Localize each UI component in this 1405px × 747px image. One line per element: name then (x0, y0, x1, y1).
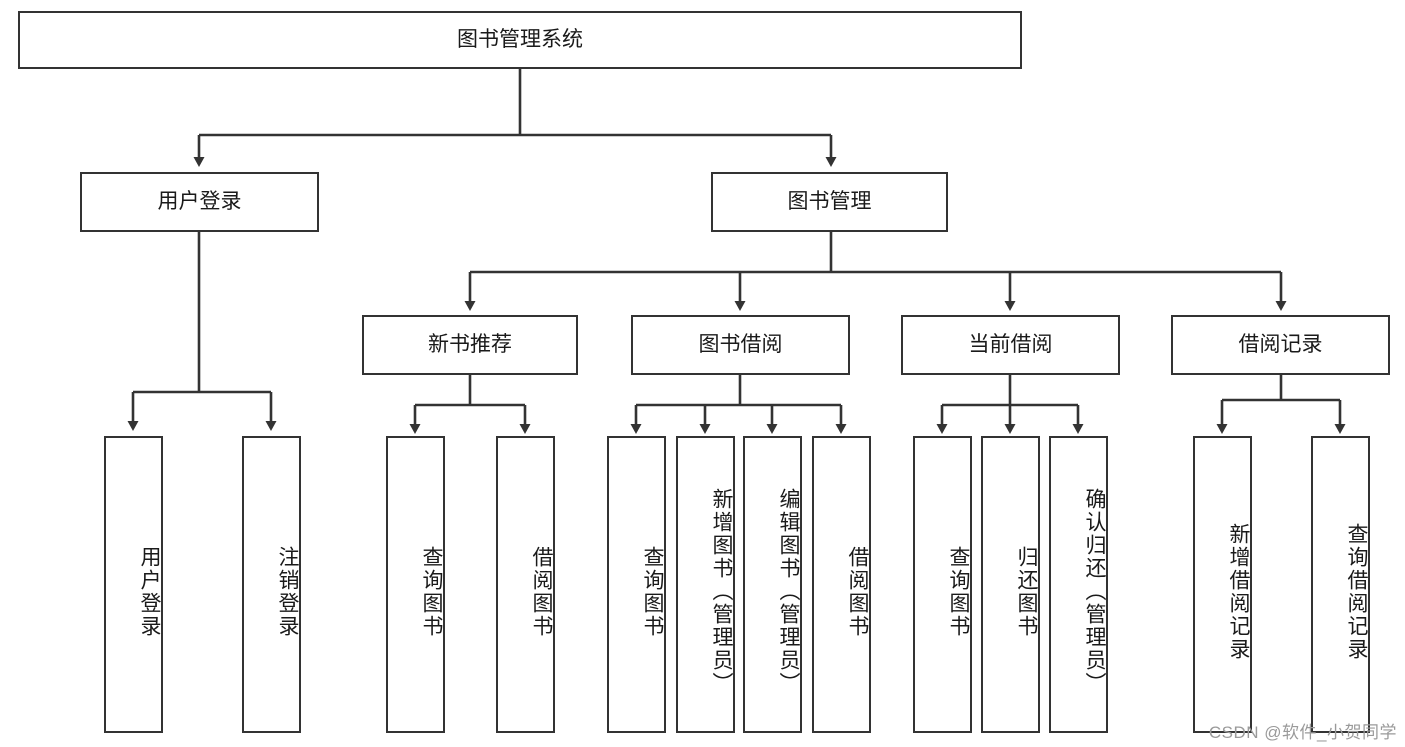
node-root-label: 图书管理系统 (457, 27, 583, 51)
node-current-borrow-label: 当前借阅 (968, 332, 1053, 356)
leaf-cb-query-book[interactable]: 查询图书 (913, 436, 972, 733)
leaf-user-login-label: 用户登录 (138, 545, 161, 638)
leaf-cb-return-book[interactable]: 归还图书 (981, 436, 1040, 733)
node-borrow-record-label: 借阅记录 (1238, 332, 1323, 356)
leaf-bb-add-book[interactable]: 新增图书（管理员） (676, 436, 735, 733)
leaf-bb-edit-book[interactable]: 编辑图书（管理员） (743, 436, 802, 733)
leaf-cb-confirm-return-label: 确认归还（管理员） (1083, 488, 1106, 695)
leaf-br-add-record-label: 新增借阅记录 (1227, 522, 1250, 661)
node-new-book-recommend[interactable]: 新书推荐 (362, 315, 578, 375)
leaf-cb-confirm-return[interactable]: 确认归还（管理员） (1049, 436, 1108, 733)
leaf-br-add-record[interactable]: 新增借阅记录 (1193, 436, 1252, 733)
leaf-bb-query-book[interactable]: 查询图书 (607, 436, 666, 733)
leaf-logout[interactable]: 注销登录 (242, 436, 301, 733)
leaf-bb-add-book-label: 新增图书（管理员） (710, 488, 733, 695)
leaf-nb-query-book[interactable]: 查询图书 (386, 436, 445, 733)
leaf-bb-borrow-book-label: 借阅图书 (846, 545, 869, 638)
node-user-login-label: 用户登录 (157, 189, 242, 213)
node-book-borrow[interactable]: 图书借阅 (631, 315, 850, 375)
node-book-manage-label: 图书管理 (787, 189, 872, 213)
leaf-cb-return-book-label: 归还图书 (1015, 545, 1038, 638)
leaf-bb-borrow-book[interactable]: 借阅图书 (812, 436, 871, 733)
leaf-br-query-record-label: 查询借阅记录 (1345, 522, 1368, 661)
leaf-cb-query-book-label: 查询图书 (947, 545, 970, 638)
leaf-nb-query-book-label: 查询图书 (420, 545, 443, 638)
leaf-user-login[interactable]: 用户登录 (104, 436, 163, 733)
node-current-borrow[interactable]: 当前借阅 (901, 315, 1120, 375)
node-root[interactable]: 图书管理系统 (18, 11, 1022, 69)
leaf-nb-borrow-book-label: 借阅图书 (530, 545, 553, 638)
leaf-bb-edit-book-label: 编辑图书（管理员） (777, 488, 800, 695)
leaf-nb-borrow-book[interactable]: 借阅图书 (496, 436, 555, 733)
watermark: CSDN @软件_小贺同学 (1208, 723, 1397, 742)
leaf-logout-label: 注销登录 (276, 545, 299, 638)
node-book-manage[interactable]: 图书管理 (711, 172, 948, 232)
node-new-book-recommend-label: 新书推荐 (428, 332, 512, 356)
node-book-borrow-label: 图书借阅 (698, 332, 783, 356)
leaf-br-query-record[interactable]: 查询借阅记录 (1311, 436, 1370, 733)
node-user-login[interactable]: 用户登录 (80, 172, 319, 232)
node-borrow-record[interactable]: 借阅记录 (1171, 315, 1390, 375)
leaf-bb-query-book-label: 查询图书 (641, 545, 664, 638)
